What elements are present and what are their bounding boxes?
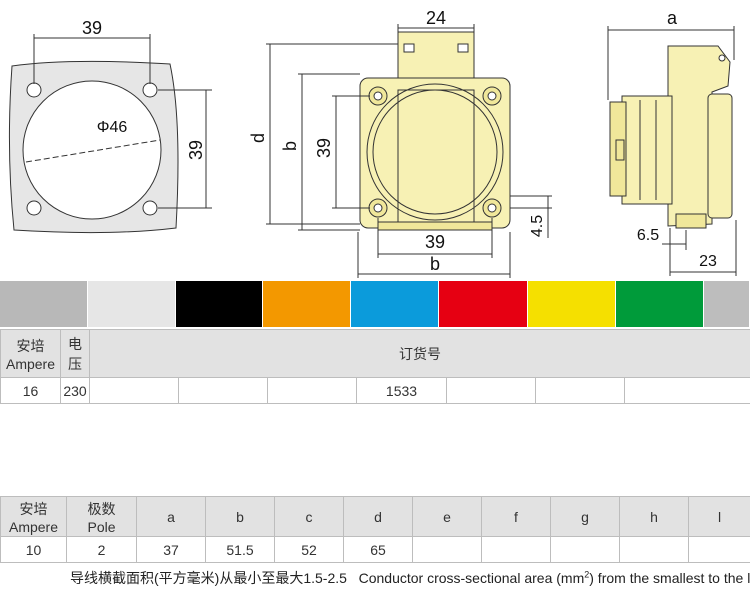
front-view-dims	[266, 24, 552, 278]
front-dim-39-side: 39	[314, 138, 334, 158]
front-dim-bottom-39: 39	[425, 232, 445, 252]
header-e: e	[412, 496, 482, 537]
header-b: b	[205, 496, 275, 537]
order-cell	[535, 377, 625, 404]
footnote-cn: 导线横截面积(平方毫米)从最小至最大1.5-2.5	[70, 570, 347, 586]
side-view-socket	[609, 45, 733, 229]
footnote-en-sup: 2	[584, 569, 590, 580]
color-swatch	[703, 281, 750, 327]
color-swatch-strip	[0, 281, 750, 327]
front-dim-bottom-b: b	[430, 254, 440, 274]
order-cell	[89, 377, 179, 404]
order-cell	[178, 377, 268, 404]
front-dim-4-5: 4.5	[529, 215, 546, 237]
order-cell	[446, 377, 536, 404]
side-dim-6-5: 6.5	[637, 227, 659, 244]
color-swatch	[615, 281, 704, 327]
side-dim-a: a	[667, 8, 678, 28]
header-order-number: 订货号	[88, 329, 750, 378]
cell-l	[688, 536, 750, 563]
header-d: d	[343, 496, 413, 537]
cell-f	[481, 536, 551, 563]
cell-g	[550, 536, 620, 563]
header-c: c	[274, 496, 344, 537]
left-diameter-label: Φ46	[97, 119, 128, 136]
color-swatch	[527, 281, 616, 327]
side-view-dims	[607, 26, 737, 276]
front-dim-top: 24	[426, 8, 446, 28]
header-a: a	[136, 496, 206, 537]
cell-a: 37	[136, 536, 206, 563]
header-l: l	[688, 496, 750, 537]
technical-drawing: 39 39 Φ46 24 d b 39 39 b 4.5	[0, 0, 750, 280]
cell-h	[619, 536, 689, 563]
color-swatch	[351, 281, 440, 327]
left-view-plate	[8, 34, 212, 234]
left-dim-right: 39	[186, 140, 206, 160]
footnote-en-post: ) from the smallest to the larg	[589, 570, 750, 586]
front-dim-b-side: b	[280, 141, 300, 151]
footnote-en-pre: Conductor cross-sectional area (mm	[358, 570, 585, 586]
color-swatch	[0, 281, 88, 327]
color-swatch	[175, 281, 264, 327]
color-swatch	[87, 281, 176, 327]
cell-b: 51.5	[205, 536, 275, 563]
color-swatch	[263, 281, 352, 327]
footnote: 导线横截面积(平方毫米)从最小至最大1.5-2.5 Conductor cros…	[70, 568, 750, 588]
cell-c: 52	[274, 536, 344, 563]
header-f: f	[481, 496, 551, 537]
cell-d: 65	[343, 536, 413, 563]
cell-e	[412, 536, 482, 563]
side-dim-23: 23	[699, 253, 717, 270]
front-dim-d: d	[248, 133, 268, 143]
cell-ampere: 16	[0, 377, 61, 404]
cell-voltage: 230	[60, 377, 90, 404]
header-g: g	[550, 496, 620, 537]
order-cell: 1533	[356, 377, 447, 404]
left-dim-top: 39	[82, 18, 102, 38]
order-cell	[623, 377, 750, 404]
header-voltage: 电压	[60, 329, 90, 378]
cell-ampere: 10	[0, 536, 67, 563]
order-cell	[267, 377, 357, 404]
front-view-socket	[359, 31, 511, 231]
cell-pole: 2	[66, 536, 137, 563]
header-h: h	[619, 496, 689, 537]
color-swatch	[439, 281, 528, 327]
